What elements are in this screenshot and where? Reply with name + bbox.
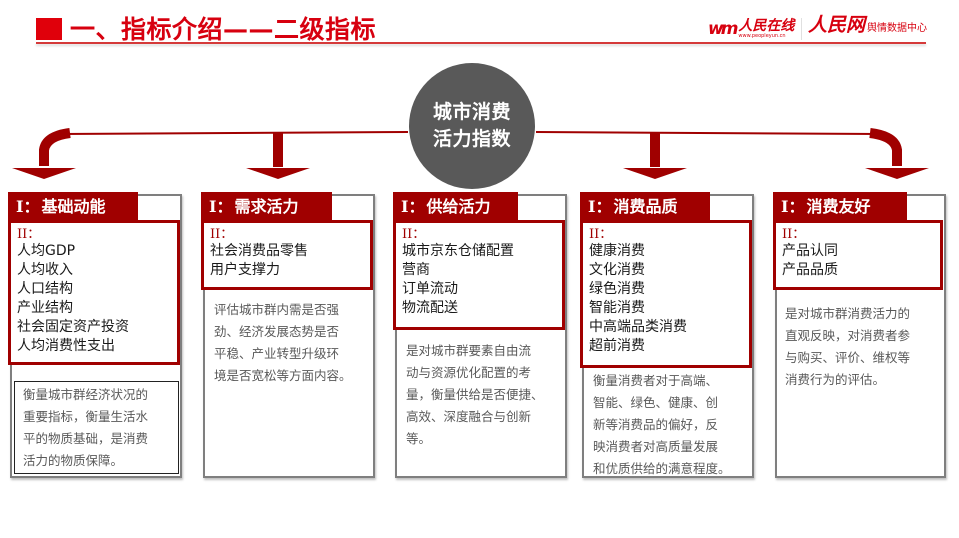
level2-item: 人均GDP (17, 243, 76, 259)
level2-item: 人均消费性支出 (17, 338, 115, 354)
peopleyun-mark-icon: wm (708, 19, 738, 39)
people-cn-logo-text: 人民网 (808, 14, 866, 36)
arrow-down-icon-2 (246, 168, 310, 179)
level2-item: 营商 (402, 262, 430, 278)
level2-item: 社会消费品零售 (210, 243, 308, 259)
level2-item: 城市京东仓储配置 (402, 243, 514, 259)
arrow-down-icon-4 (623, 168, 687, 179)
peopleyun-logo-url: www.peopleyun.cn (738, 33, 786, 39)
indicator-card-consumer-friendliness: I：消费友好 II： 产品认同 产品品质 是对城市群消费活力的 直观反映，对消费… (773, 192, 946, 478)
connector-arrows (12, 128, 929, 179)
level2-box: II： 社会消费品零售 用户支撑力 (201, 220, 373, 290)
level2-box: II： 健康消费 文化消费 绿色消费 智能消费 中高端品类消费 超前消费 (580, 220, 752, 368)
level2-item: 用户支撑力 (210, 262, 280, 278)
level1-tag: I：基础动能 (8, 192, 138, 221)
card-description: 评估城市群内需是否强 劲、经济发展态势是否 平稳、产业转型升级环 境是否宽松等方… (214, 302, 352, 383)
hub-label-line1: 城市消费 (432, 101, 511, 123)
level2-box: II： 城市京东仓储配置 营商 订单流动 物流配送 (393, 220, 565, 330)
level2-heading: II： (402, 227, 426, 242)
level2-item: 绿色消费 (589, 281, 645, 297)
arrow-shaft-2 (273, 133, 283, 167)
arrow-down-icon-1 (12, 168, 76, 179)
level2-item: 人均收入 (17, 262, 73, 278)
level2-box: II： 产品认同 产品品质 (773, 220, 943, 290)
level2-item: 中高端品类消费 (589, 319, 687, 335)
indicator-card-supply-vitality: I：供给活力 II： 城市京东仓储配置 营商 订单流动 物流配送 是对城市群要素… (393, 192, 567, 478)
level1-tag: I：供给活力 (393, 192, 518, 221)
level2-heading: II： (782, 227, 806, 242)
level2-item: 产业结构 (17, 300, 73, 316)
level2-box: II： 人均GDP 人均收入 人口结构 产业结构 社会固定资产投资 人均消费性支… (8, 220, 180, 365)
level2-item: 物流配送 (402, 300, 458, 316)
card-description: 衡量城市群经济状况的 重要指标，衡量生活水 平的物质基础，是消费 活力的物质保障… (14, 381, 179, 474)
peopleyun-logo-text: 人民在线 (738, 18, 795, 34)
card-description: 是对城市群要素自由流 动与资源优化配置的考 量，衡量供给是否便捷、 高效、深度融… (406, 343, 544, 446)
level2-item: 智能消费 (589, 300, 645, 316)
red-square-icon (36, 18, 62, 40)
card-description: 衡量消费者对于高端、 智能、绿色、健康、创 新等消费品的偏好，反 映消费者对高质… (593, 373, 731, 476)
arrow-shaft-5 (869, 128, 902, 166)
level2-item: 健康消费 (589, 243, 645, 259)
indicator-card-consumption-quality: I：消费品质 II： 健康消费 文化消费 绿色消费 智能消费 中高端品类消费 超… (580, 192, 754, 478)
level1-tag: I：需求活力 (201, 192, 332, 221)
arrow-down-icon-5 (865, 168, 929, 179)
level2-item: 文化消费 (589, 262, 645, 278)
indicator-card-basic-momentum: I：基础动能 II： 人均GDP 人均收入 人口结构 产业结构 社会固定资产投资… (8, 192, 182, 478)
title-underline (36, 42, 926, 44)
level2-heading: II： (589, 227, 613, 242)
slide-header: 一、指标介绍——二级指标 wm 人民在线 www.peopleyun.cn 人民… (0, 0, 959, 50)
hub-city-consumption-vitality-index: 城市消费 活力指数 (409, 63, 535, 189)
level2-item: 社会固定资产投资 (17, 319, 129, 335)
level2-item: 产品认同 (782, 243, 838, 259)
level1-tag: I：消费友好 (773, 192, 907, 221)
peopleyun-logo: wm 人民在线 www.peopleyun.cn (708, 17, 794, 41)
arrow-shaft-1 (39, 128, 71, 166)
level2-heading: II： (210, 227, 234, 242)
level2-heading: II： (17, 227, 41, 242)
logo-divider (801, 18, 802, 40)
card-description: 是对城市群消费活力的 直观反映，对消费者参 与购买、评价、维权等 消费行为的评估… (785, 306, 911, 387)
indicator-card-demand-vitality: I：需求活力 II： 社会消费品零售 用户支撑力 评估城市群内需是否强 劲、经济… (201, 192, 375, 478)
level2-item: 订单流动 (402, 281, 458, 297)
people-cn-logo-subtitle: 舆情数据中心 (867, 23, 928, 34)
people-cn-logo: 人民网 舆情数据中心 (808, 16, 927, 35)
level2-item: 超前消费 (589, 338, 645, 354)
level1-tag: I：消费品质 (580, 192, 710, 221)
hub-label-line2: 活力指数 (432, 128, 511, 150)
level2-item: 产品品质 (782, 262, 838, 278)
page-title: 一、指标介绍——二级指标 (70, 15, 377, 44)
arrow-shaft-4 (650, 133, 660, 167)
level2-item: 人口结构 (17, 281, 73, 297)
